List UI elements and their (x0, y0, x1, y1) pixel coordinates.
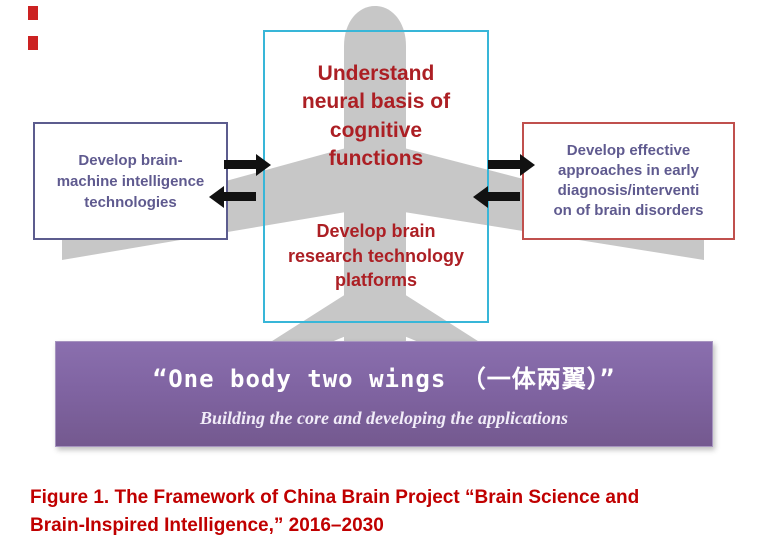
brain-disorders-text: Develop effective approaches in early di… (553, 141, 704, 220)
brain-machine-intelligence-box: Develop brain- machine intelligence tech… (33, 122, 228, 240)
left-to-center-arrow-icon (224, 160, 256, 169)
red-edge-mark-icon (28, 6, 38, 20)
one-body-two-wings-banner: “One body two wings （一体两翼）” Building the… (55, 341, 713, 447)
understand-neural-basis-text: Understand neural basis of cognitive fun… (301, 62, 451, 171)
figure-caption: Figure 1. The Framework of China Brain P… (30, 487, 640, 536)
right-to-center-arrow-icon (488, 192, 520, 201)
brain-machine-intelligence-text: Develop brain- machine intelligence tech… (56, 151, 205, 211)
banner-subtitle: Building the core and developing the app… (199, 408, 568, 428)
center-to-left-arrow-icon (224, 192, 256, 201)
red-edge-mark-icon (28, 36, 38, 50)
center-to-right-arrow-icon (488, 160, 520, 169)
core-neural-basis-box: Understand neural basis of cognitive fun… (263, 30, 489, 323)
brain-disorders-box: Develop effective approaches in early di… (522, 122, 735, 240)
research-technology-platforms-text: Develop brain research technology platfo… (287, 221, 465, 290)
banner-title: “One body two wings （一体两翼）” (152, 365, 616, 393)
